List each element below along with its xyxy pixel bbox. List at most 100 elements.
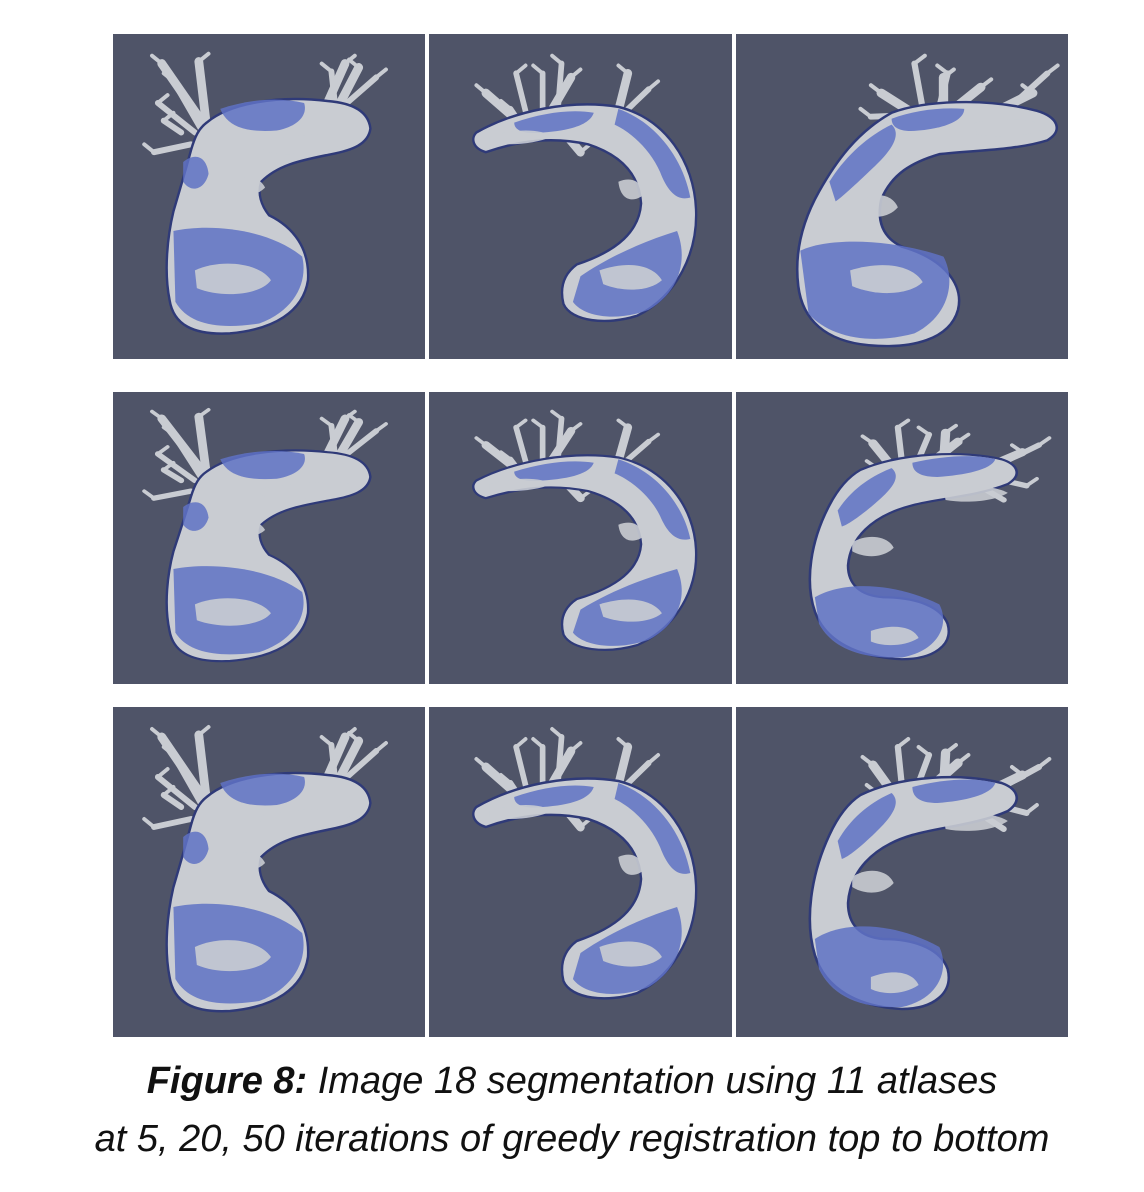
surface-patch — [599, 941, 662, 967]
vessel-branch — [170, 431, 204, 480]
surface-patch — [230, 520, 266, 537]
vessel-branch-tip — [161, 461, 176, 472]
surface-patch — [870, 972, 919, 994]
segmentation-overlay — [829, 124, 896, 202]
vessel-branch-tip — [319, 735, 334, 747]
segmentation-overlay — [814, 926, 944, 1008]
vessel-branch-tip — [1045, 63, 1060, 76]
figure-row-3 — [113, 707, 1068, 1037]
surface-patch — [852, 536, 894, 557]
figure-row-1 — [113, 34, 1068, 359]
vessel-branch-tip — [531, 737, 545, 749]
vessel-branch-tip — [161, 425, 176, 437]
surface-patch — [974, 119, 1048, 137]
vessel-branch-tip — [569, 67, 583, 80]
vessel-branch — [334, 63, 364, 110]
vessel-branch — [154, 451, 198, 484]
vessel-branch-tip — [646, 79, 661, 92]
surface-patch — [194, 598, 271, 626]
surface-patch — [194, 263, 271, 295]
vessel-branch-tip — [142, 142, 156, 155]
vessel-branch — [344, 748, 380, 780]
segmentation-overlay — [183, 502, 209, 531]
vessel-branch-tip — [550, 727, 564, 739]
surface-patch — [870, 626, 919, 646]
vessel-branch-tip — [499, 99, 513, 111]
surface-patch — [259, 134, 355, 155]
vessel-branch-tip — [319, 61, 334, 74]
vessel-branch-tip — [646, 432, 661, 444]
vessel-branch-tip — [978, 77, 994, 90]
segmentation-overlay — [614, 459, 691, 540]
segmentation-overlay — [912, 456, 996, 477]
vessel-branch-tip — [161, 785, 176, 797]
vessel-branch-tip — [161, 745, 176, 757]
surface-patch — [489, 805, 553, 819]
heart-render-r1c2 — [472, 53, 698, 323]
vessel-branch-tip — [374, 67, 388, 80]
vessel-branch-tip — [142, 489, 156, 500]
segmentation-overlay — [514, 111, 594, 133]
vessel-branch-tip — [343, 727, 357, 739]
heart-render-r1c1 — [142, 51, 388, 335]
vessel-branch-tip — [474, 757, 488, 769]
caption-line-2: at 5, 20, 50 iterations of greedy regist… — [94, 1118, 1050, 1160]
vessel-branch-tip — [916, 745, 932, 757]
vessel-branch-tip — [616, 418, 630, 430]
surface-patch — [259, 482, 355, 500]
surface-patch — [618, 854, 643, 875]
vessel-branch — [194, 730, 211, 806]
segmentation-panel-r2c3 — [736, 392, 1068, 684]
vessel-branch — [911, 60, 926, 112]
vessel-branch-tip — [514, 418, 528, 430]
surface-patch — [618, 179, 643, 200]
surface-patch — [259, 809, 355, 829]
segmentation-overlay — [183, 156, 209, 189]
vessel-branch-tip — [196, 725, 211, 737]
surface-patch — [943, 486, 1008, 502]
vessel-branch — [323, 59, 350, 108]
vessel-branch — [151, 816, 194, 830]
vessel-branch-tip — [155, 767, 170, 779]
vessel-branch-tip — [474, 436, 488, 447]
vessel-branch-tip — [155, 93, 170, 105]
vessel-branch-tip — [935, 63, 950, 76]
vessel-branch-tip — [955, 753, 971, 765]
vessel-branch-tip — [868, 83, 884, 96]
segmentation-overlay — [614, 108, 691, 199]
vessel-branch-tip — [1024, 476, 1039, 488]
heart-render-r2c1 — [142, 407, 388, 663]
vessel-branch — [154, 99, 198, 136]
vessel-branch — [513, 744, 531, 796]
vessel-branch-tip — [374, 422, 388, 433]
vessel-branch — [554, 734, 565, 788]
segmentation-overlay — [814, 586, 944, 658]
vessel-branch-tip — [943, 423, 959, 435]
vessel-branch-tip — [550, 53, 564, 66]
surface-patch — [860, 195, 898, 217]
vessel-branch-tip — [150, 53, 164, 66]
surface-patch — [599, 599, 662, 622]
vessel-branch — [323, 414, 350, 458]
segmentation-panel-r1c3 — [736, 34, 1068, 359]
vessel-branch — [151, 488, 194, 501]
surface-patch — [230, 852, 266, 871]
vessel-branch-tip — [646, 753, 661, 765]
vessel-branch-tip — [499, 773, 513, 785]
segmentation-overlay — [183, 831, 209, 864]
vessel-branch-tip — [941, 67, 956, 80]
vessel-branch — [154, 774, 198, 810]
vessel-branch-tip — [1024, 803, 1039, 815]
vessel-branch — [334, 736, 364, 784]
segmentation-overlay — [514, 461, 594, 481]
vessel-branch-tip — [150, 727, 164, 739]
figure-caption: Figure 8: Image 18 segmentation using 11… — [0, 1052, 1144, 1168]
vessel-branch — [614, 423, 633, 465]
segmentation-panel-r1c2 — [429, 34, 732, 359]
segmentation-overlay — [614, 783, 691, 874]
vessel-branch — [151, 141, 194, 156]
surface-patch — [618, 522, 643, 541]
vessel-branch — [160, 792, 185, 810]
heart-render-r2c2 — [472, 409, 698, 651]
vessel-branch-tip — [319, 416, 334, 428]
